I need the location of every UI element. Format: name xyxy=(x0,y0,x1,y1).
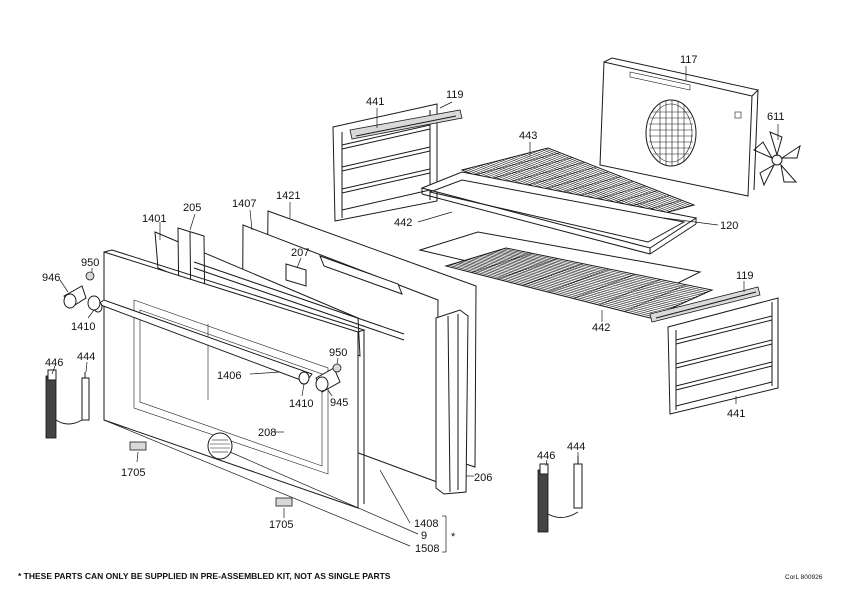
label-kit-asterisk: * xyxy=(451,531,456,543)
label-119-top: 119 xyxy=(446,89,464,101)
drawing-code: CorL 800926 xyxy=(785,574,823,581)
part-labels: 117 611 441 119 443 442 120 1421 1407 20… xyxy=(42,54,785,555)
label-444-left: 444 xyxy=(77,351,95,363)
footer-note: * THESE PARTS CAN ONLY BE SUPPLIED IN PR… xyxy=(18,571,391,581)
label-1508: 1508 xyxy=(415,543,439,555)
label-444-right: 444 xyxy=(567,441,585,453)
label-443: 443 xyxy=(519,130,537,142)
label-1705-right: 1705 xyxy=(269,519,293,531)
drip-tray-120 xyxy=(420,171,698,255)
label-441-right: 441 xyxy=(727,408,745,420)
door-handle-1406 xyxy=(63,271,342,393)
label-945: 945 xyxy=(330,397,348,409)
hinge-right-446 xyxy=(537,456,583,533)
label-946: 946 xyxy=(42,272,60,284)
door-foot-1705 xyxy=(129,441,293,507)
label-442-top: 442 xyxy=(394,217,412,229)
leader-lines xyxy=(51,66,779,553)
label-611: 611 xyxy=(767,111,785,123)
label-1705-left: 1705 xyxy=(121,467,145,479)
label-9: 9 xyxy=(421,530,427,542)
label-205: 205 xyxy=(183,202,201,214)
label-446-left: 446 xyxy=(45,357,63,369)
label-950-right: 950 xyxy=(329,347,347,359)
left-side-rack-441 xyxy=(332,103,463,222)
label-1401: 1401 xyxy=(142,213,166,225)
label-1407: 1407 xyxy=(232,198,256,210)
fan-611 xyxy=(753,131,801,187)
label-442-bottom: 442 xyxy=(592,322,610,334)
door-side-strip-206 xyxy=(319,255,469,495)
label-119-right: 119 xyxy=(736,270,754,282)
label-120: 120 xyxy=(720,220,738,232)
back-panel-117 xyxy=(599,57,759,197)
label-1421: 1421 xyxy=(276,190,300,202)
label-117: 117 xyxy=(680,54,698,66)
label-1406: 1406 xyxy=(217,370,241,382)
label-208: 208 xyxy=(258,427,276,439)
label-441-top: 441 xyxy=(366,96,384,108)
oven-shelf-442 xyxy=(418,231,714,319)
label-1408: 1408 xyxy=(414,518,438,530)
label-1410-right: 1410 xyxy=(289,398,313,410)
label-207: 207 xyxy=(291,247,309,259)
label-206: 206 xyxy=(474,472,492,484)
label-950-left: 950 xyxy=(81,257,99,269)
label-446-right: 446 xyxy=(537,450,555,462)
right-side-rack-441 xyxy=(649,286,779,415)
hinge-left-446 xyxy=(45,369,90,439)
label-1410-left: 1410 xyxy=(71,321,95,333)
